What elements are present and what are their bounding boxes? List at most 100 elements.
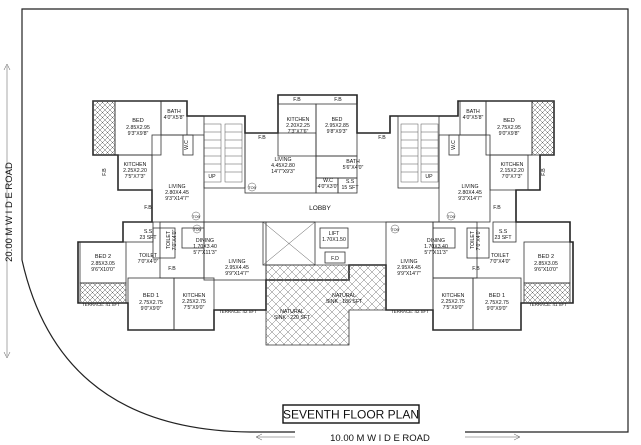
common-fb-label: F.B <box>334 97 342 103</box>
top-center-flat-wc-label: W.C <box>323 178 333 184</box>
top-left-flat-bed-m-label: 2.85X2.95 <box>126 125 150 131</box>
bottom-left-flat-door-label: TO9 <box>193 228 200 232</box>
top-center-flat-bath-ft-label: 5'6"X4'0" <box>343 165 364 171</box>
common-fd-label: F.D <box>331 256 339 262</box>
plot-boundary <box>21 8 629 433</box>
bottom-left-flat-living-ft-label: 9'9"X14'7" <box>225 271 249 277</box>
top-right-flat: BATH 4'0"X5'8" BED 2.75X2.95 9'0"X9'8" W… <box>438 100 547 223</box>
bottom-left-flat-dining-m-label: 1.70X3.40 <box>193 244 217 250</box>
top-right-flat-bath-ft-label: 4'0"X5'8" <box>463 115 484 121</box>
top-left-flat-kitchen-m-label: 2.25X2.20 <box>123 168 147 174</box>
balcony-bottom-left <box>79 282 127 304</box>
top-right-flat-bath-label: BATH <box>466 109 480 115</box>
top-right-flat-door-label: TO9 <box>447 215 454 219</box>
balcony-top-right <box>531 100 555 156</box>
common-fb-label: F.B <box>258 135 266 141</box>
bottom-left-flat-bed2-label: BED 2 <box>95 254 111 260</box>
plan-title: SEVENTH FLOOR PLAN <box>283 408 419 422</box>
bottom-left-flat-bed1-ft-label: 9'0"X9'0" <box>141 306 162 312</box>
top-center-flat-living-m-label: 4.45X2.80 <box>271 163 295 169</box>
bottom-right-flat-dining-ft-label: 5'7"X11'3" <box>424 250 447 256</box>
common-fb-label: F.B <box>293 97 301 103</box>
top-center-flat-wc-ft-label: 4'0"X3'0" <box>318 184 339 190</box>
top-right-flat-kitchen-label: KITCHEN <box>501 162 524 168</box>
top-right-flat-bed-m-label: 2.75X2.95 <box>497 125 521 131</box>
top-left-flat-living-label: LIVING <box>168 184 185 190</box>
top-left-flat-living-m-label: 2.80X4.45 <box>165 190 189 196</box>
bottom-left-flat-kitchen-m-label: 2.25X2.75 <box>182 299 206 305</box>
bottom-left-flat: S.S 23 SFT TOILET 7'0"X4'0" TOILET 7'0"X… <box>79 221 267 331</box>
top-right-flat-living-label: LIVING <box>461 184 478 190</box>
common-lift-label: LIFT <box>329 231 340 237</box>
top-right-flat-living-m-label: 2.80X4.45 <box>458 190 482 196</box>
common-lift-size-label: 1.70X1.50 <box>322 237 346 243</box>
bottom-right-flat-toilet2-ft-label: 7'0"X4'0" <box>490 259 511 265</box>
bottom-right-flat-kitchen-m-label: 2.25X2.75 <box>441 299 465 305</box>
top-right-flat-bed-ft-label: 9'0"X9'8" <box>499 131 520 137</box>
common-fb-label: F.B <box>378 135 386 141</box>
top-center-flat-living-ft-label: 14'7"X9'3" <box>271 169 295 175</box>
common-terrace-left-label: TERRACE: 42 SFT <box>219 309 257 314</box>
bottom-right-flat-bed2-label: BED 2 <box>538 254 554 260</box>
bottom-left-flat-living-label: LIVING <box>228 259 245 265</box>
bottom-right-flat-bed1-ft-label: 9'0"X9'0" <box>487 306 508 312</box>
bottom-left-flat-bed1-m-label: 2.75X2.75 <box>139 300 163 306</box>
lift-core: LIFT 1.70X1.50 F.D <box>262 221 349 266</box>
top-center-flat-door-label: TO9 <box>248 186 255 190</box>
bottom-right-flat-toilet2-label: TOILET <box>491 253 510 259</box>
bottom-left-flat-dining-label: DINING <box>196 238 214 244</box>
bottom-right-flat-living-label: LIVING <box>400 259 417 265</box>
top-center-flat-kitchen-ft-label: 7'3"X7'6" <box>288 129 309 135</box>
side-road-label: 20.00 M W I D E ROAD <box>4 162 15 262</box>
bottom-left-flat-living-m-label: 2.95X4.45 <box>225 265 249 271</box>
bottom-left-flat-bed2-m-label: 2.85X3.05 <box>91 261 115 267</box>
top-center-flat-bed-ft-label: 9'8"X9'3" <box>327 129 348 135</box>
bottom-left-flat-dining-ft-label: 5'7"X11'3" <box>193 250 216 256</box>
bottom-left-flat-ss-area-label: 23 SFT <box>139 235 157 241</box>
top-center-flat-living-label: LIVING <box>274 157 291 163</box>
bottom-right-flat: DINING 1.70X3.40 5'7"X11'3" TOILET 7'0"X… <box>385 221 571 331</box>
lobby: LOBBY <box>204 205 439 223</box>
top-right-flat-kitchen-ft-label: 7'0"X7'3" <box>502 174 523 180</box>
common-fb-label: F.B <box>168 266 176 272</box>
bottom-right-flat-toilet-label: TOILET <box>470 230 476 249</box>
top-left-flat-wc-label: W.C <box>184 140 190 150</box>
side-road-dimension: 20.00 M W I D E ROAD <box>3 63 15 359</box>
top-center-flat: F.B F.B KITCHEN 2.20X2.25 7'3"X7'6" BED … <box>244 97 364 194</box>
bottom-left-flat-toilet2-ft-label: 7'0"X4'0" <box>138 259 159 265</box>
top-right-flat-living-ft-label: 9'3"X14'7" <box>458 196 482 202</box>
bottom-left-flat-toilet-ft-label: 7'0"X4'0" <box>172 230 178 251</box>
top-right-flat-wc-label: W.C <box>451 140 457 150</box>
common-fb-label: F.B <box>541 168 547 176</box>
balcony-top-left <box>92 100 116 156</box>
bottom-right-flat-dining-label: DINING <box>427 238 445 244</box>
common-natural-sink-left-label: NATURAL <box>280 309 304 315</box>
bottom-left-flat-bed1-label: BED 1 <box>143 293 159 299</box>
common-fb-label: F.B <box>144 205 152 211</box>
bottom-right-flat-door-label: TO9 <box>391 228 398 232</box>
common-fb-label: F.B <box>493 205 501 211</box>
bottom-right-flat-bed1-m-label: 2.75X2.75 <box>485 300 509 306</box>
top-center-flat-bath-label: BATH <box>346 159 360 165</box>
bottom-right-flat-ss-label: S.S <box>499 229 508 235</box>
common-fb-label: F.B <box>102 168 108 176</box>
balcony-bottom-right <box>523 282 571 304</box>
common-terrace-br-label: TERRACE: 41 SFT <box>529 302 567 307</box>
top-left-flat-kitchen-ft-label: 7'5"X7'3" <box>125 174 146 180</box>
top-left-flat-kitchen-label: KITCHEN <box>124 162 147 168</box>
top-center-flat-bed-m-label: 2.95X2.85 <box>325 123 349 129</box>
bottom-right-flat-living-ft-label: 9'9"X14'7" <box>397 271 421 277</box>
staircase-left: UP F.B <box>203 115 266 189</box>
top-center-flat-kitchen-m-label: 2.20X2.25 <box>286 123 310 129</box>
bottom-right-flat-kitchen-ft-label: 7'5"X9'0" <box>443 305 464 311</box>
staircase-right: UP F.B <box>378 115 440 189</box>
top-left-flat-bath-ft-label: 4'0"X5'8" <box>164 115 185 121</box>
bottom-right-flat-living-m-label: 2.95X4.45 <box>397 265 421 271</box>
bottom-left-flat-bed2-ft-label: 9'6"X10'0" <box>91 267 115 273</box>
bottom-right-flat-ss-area-label: 23 SFT <box>494 235 512 241</box>
top-center-flat-bed-label: BED <box>332 117 343 123</box>
bottom-right-flat-kitchen-label: KITCHEN <box>442 293 465 299</box>
title-box <box>282 404 420 424</box>
top-left-flat-bed-ft-label: 9'3"X9'8" <box>128 131 149 137</box>
bottom-left-flat-kitchen-ft-label: 7'5"X9'0" <box>184 305 205 311</box>
